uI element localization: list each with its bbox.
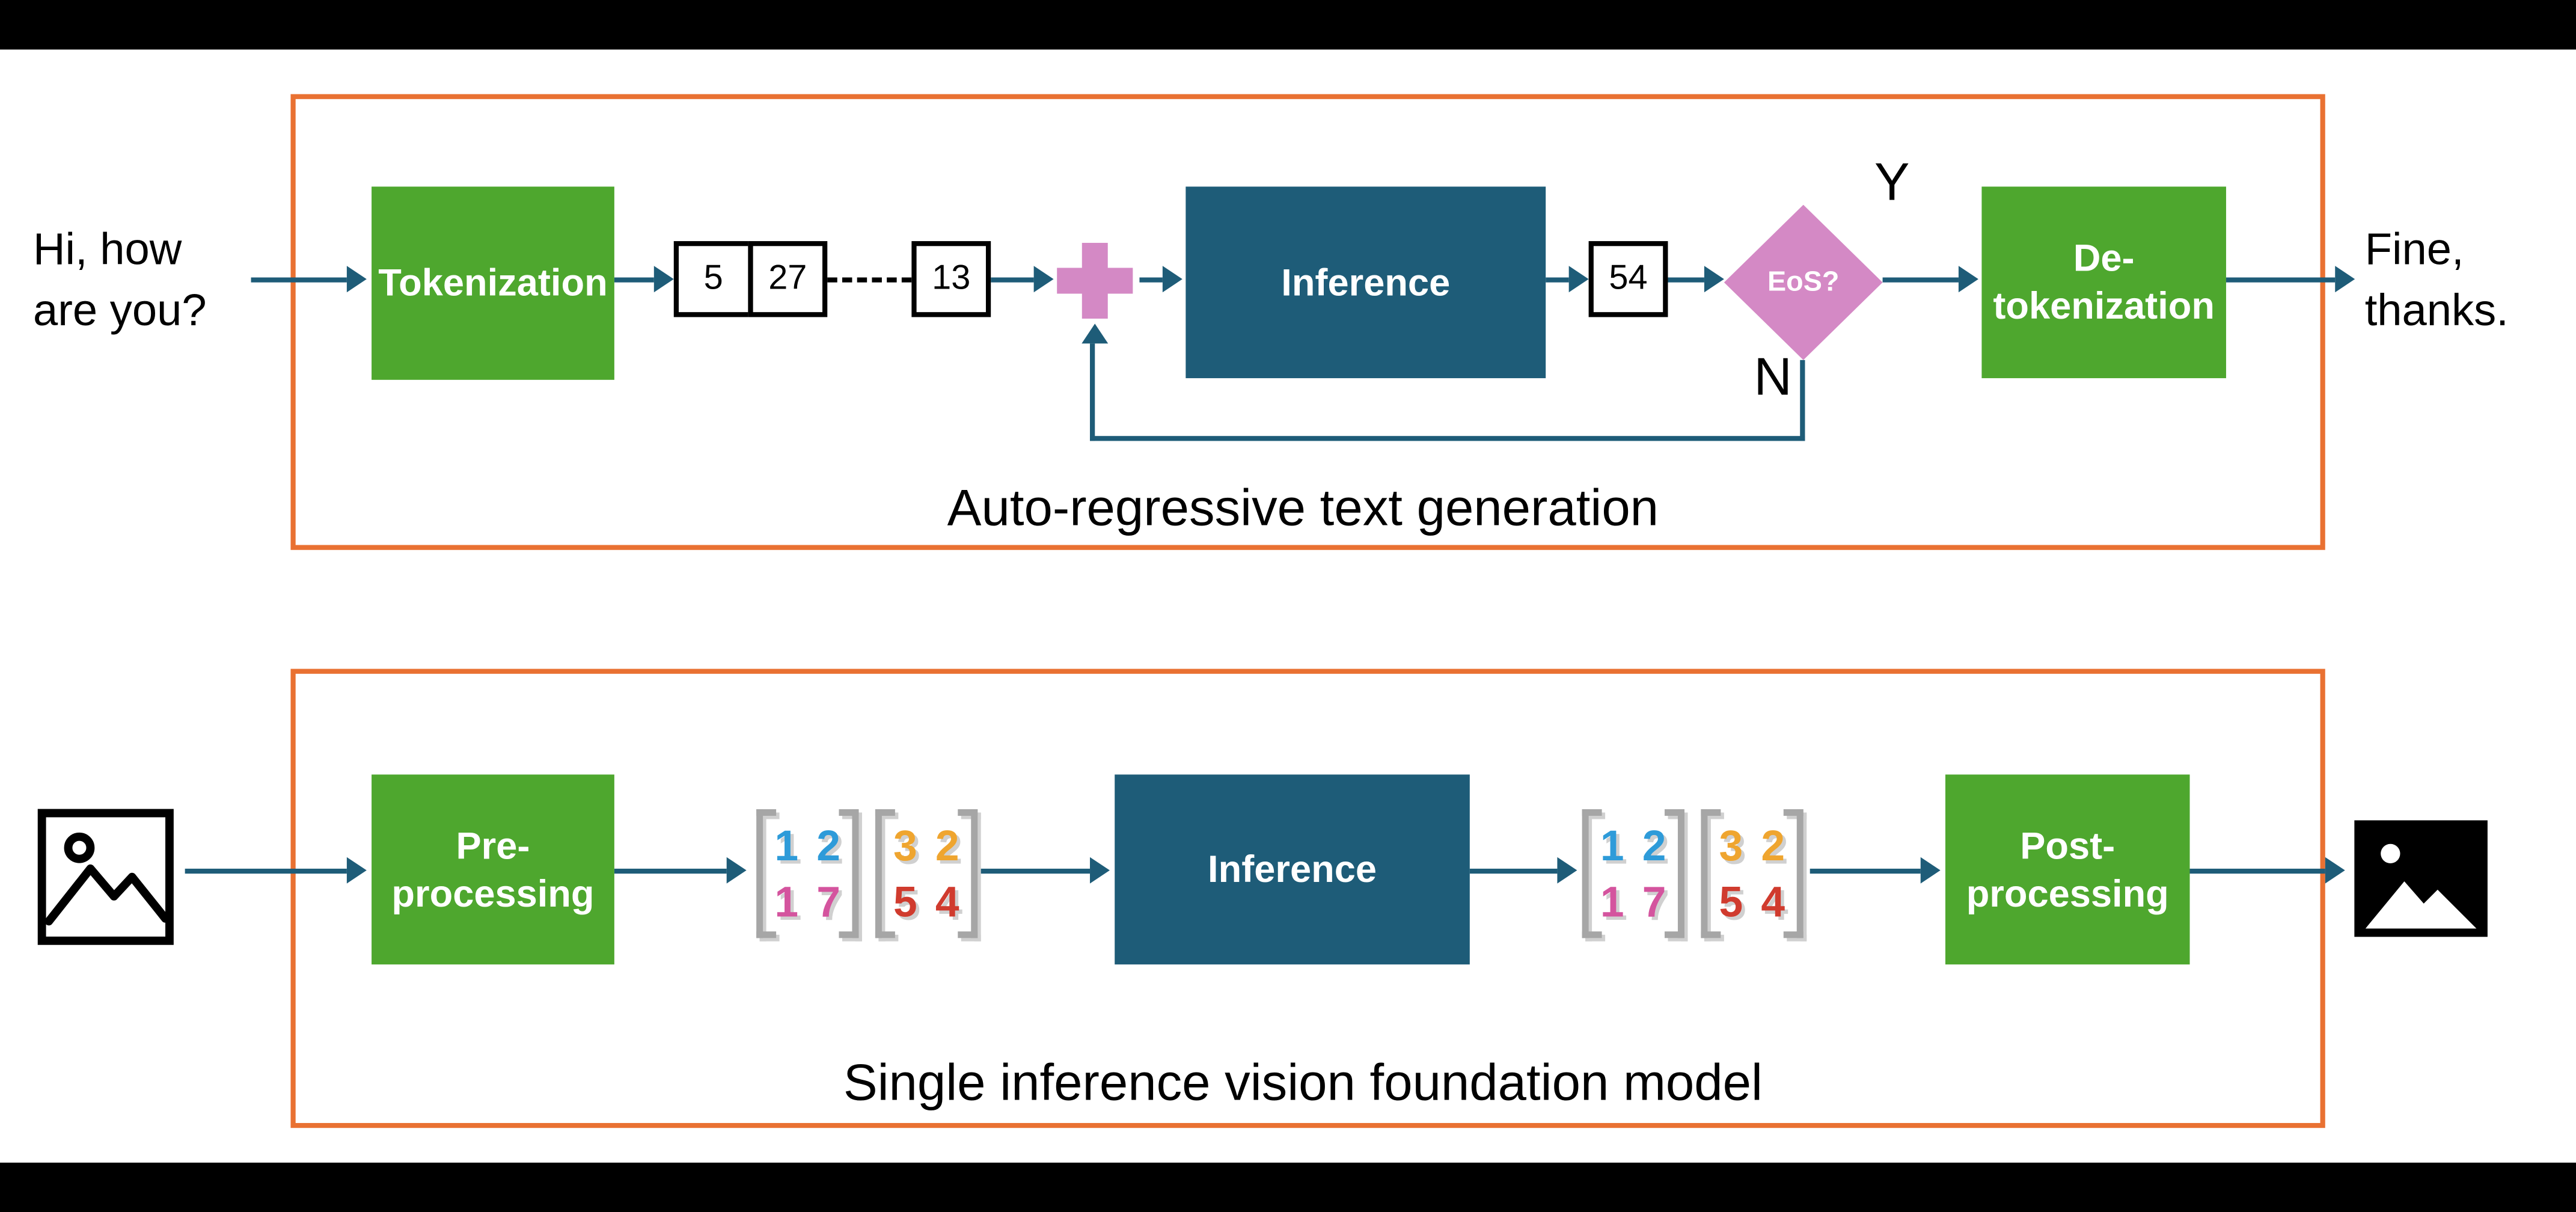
matrix-cell: 2 (1642, 821, 1666, 871)
detokenization-label-line1: De- (2073, 236, 2135, 280)
image-outline-icon (36, 806, 175, 956)
matrix-cell: 7 (816, 877, 841, 927)
arrowhead-icon (1958, 266, 1978, 293)
tensor-matrix-right: 3 2 5 4 (875, 809, 977, 938)
inference-node-bottom: Inference (1115, 774, 1470, 965)
arrowhead-icon (1081, 323, 1109, 344)
token-cell-1: 5 (673, 241, 753, 317)
arrowhead-icon (1568, 266, 1589, 293)
input-tensor-matrices: 1 2 1 7 3 2 5 4 (756, 809, 977, 938)
arrow-detokenization-to-output (2226, 277, 2336, 283)
arrowhead-icon (1557, 857, 1577, 884)
matrix-cell: 2 (935, 821, 959, 871)
postprocessing-label-line1: Post- (2020, 823, 2116, 866)
matrix-cell: 7 (1642, 877, 1666, 927)
inference-node-top: Inference (1186, 186, 1546, 379)
arrowhead-icon (346, 857, 367, 884)
arrow-inference-to-tensor (1469, 868, 1558, 874)
output-text: Fine, thanks. (2365, 219, 2509, 341)
preprocessing-node: Pre- processing (372, 774, 614, 965)
matrix-cell: 5 (893, 877, 917, 927)
arrowhead-icon (346, 266, 367, 293)
arrowhead-icon (2325, 857, 2345, 884)
ellipsis-dashed-connector (827, 277, 912, 283)
arrow-inference-to-token (1546, 277, 1569, 283)
output-text-line1: Fine, (2364, 224, 2464, 275)
branch-no-label: N (1754, 346, 1792, 406)
generated-token-cell: 54 (1588, 241, 1668, 317)
arrow-eos-to-detokenization (1882, 277, 1959, 283)
token-cell-2: 27 (748, 241, 828, 317)
matrix-cell: 5 (1719, 877, 1743, 927)
image-filled-icon (2352, 807, 2491, 958)
arrowhead-icon (726, 857, 747, 884)
postprocessing-label-line2: processing (1966, 871, 2169, 914)
loop-line-horizontal (1090, 436, 1805, 441)
branch-yes-label: Y (1874, 152, 1910, 212)
tensor-matrix-left: 1 2 1 7 (1582, 809, 1684, 938)
postprocessing-node: Post- processing (1945, 774, 2190, 965)
matrix-cell: 1 (1600, 877, 1624, 927)
matrix-cell: 1 (1600, 821, 1624, 871)
arrow-image-to-preprocessing (185, 868, 347, 874)
inference-label: Inference (1281, 260, 1451, 304)
arrow-preprocessing-to-tensor (614, 868, 727, 874)
arrowhead-icon (1162, 266, 1182, 293)
preprocessing-label-line1: Pre- (456, 823, 530, 866)
detokenization-label-line2: tokenization (1993, 284, 2215, 327)
loop-line-up (1090, 343, 1095, 441)
output-tensor-matrices: 1 2 1 7 3 2 5 4 (1582, 809, 1804, 938)
top-black-bar (0, 0, 2576, 50)
tensor-matrix-right: 3 2 5 4 (1701, 809, 1804, 938)
tokenization-label: Tokenization (378, 261, 608, 304)
tokenization-node: Tokenization (372, 186, 614, 380)
matrix-cell: 4 (935, 877, 959, 927)
matrix-cell: 2 (816, 821, 841, 871)
input-text-line2: are you? (32, 286, 207, 335)
eos-label: EoS? (1767, 266, 1840, 298)
arrowhead-icon (2335, 266, 2355, 293)
arrow-plus-to-inference (1139, 277, 1163, 283)
arrow-tensor-to-postprocessing (1810, 868, 1921, 874)
input-text-line1: Hi, how (32, 224, 182, 275)
preprocessing-label-line2: processing (391, 871, 595, 914)
tensor-matrix-left: 1 2 1 7 (756, 809, 859, 938)
bottom-flow-caption: Single inference vision foundation model (843, 1053, 1763, 1112)
token-cell-3: 13 (911, 241, 991, 317)
arrow-postprocessing-to-image (2189, 868, 2325, 874)
matrix-cell: 1 (774, 821, 799, 871)
arrowhead-icon (1704, 266, 1724, 293)
input-text: Hi, how are you? (33, 219, 207, 341)
arrow-token-to-eos (1668, 277, 1704, 283)
output-text-line2: thanks. (2364, 286, 2509, 335)
detokenization-node: De- tokenization (1981, 186, 2226, 379)
matrix-cell: 3 (893, 821, 917, 871)
matrix-cell: 3 (1719, 821, 1743, 871)
arrow-tokens-to-plus (991, 277, 1034, 283)
matrix-cell: 4 (1761, 877, 1785, 927)
arrowhead-icon (1090, 857, 1110, 884)
loop-line-down (1800, 360, 1805, 441)
matrix-cell: 2 (1761, 821, 1785, 871)
arrowhead-icon (653, 266, 674, 293)
arrowhead-icon (1920, 857, 1941, 884)
bottom-black-bar (0, 1162, 2576, 1212)
auto-regressive-frame (290, 94, 2325, 550)
vision-model-frame (290, 669, 2325, 1128)
top-flow-caption: Auto-regressive text generation (947, 479, 1659, 537)
inference-label: Inference (1208, 847, 1377, 890)
matrix-cell: 1 (774, 877, 799, 927)
arrow-tokenization-to-tokens (614, 277, 654, 283)
arrow-tensor-to-inference (981, 868, 1091, 874)
arrowhead-icon (1033, 266, 1054, 293)
arrow-input-to-tokenization (251, 277, 347, 283)
